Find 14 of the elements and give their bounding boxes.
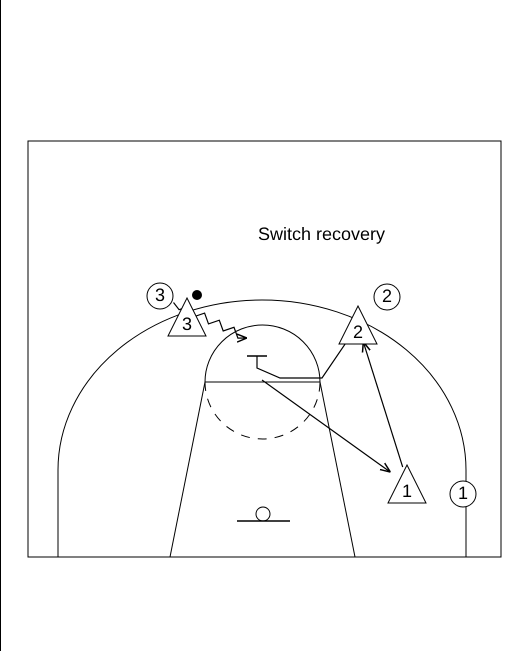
play-title: Switch recovery — [258, 224, 386, 245]
player-number: 1 — [400, 481, 413, 502]
offense-player-circle — [146, 282, 174, 310]
offense-player-circle — [373, 283, 401, 311]
offense-player-circle — [449, 480, 477, 508]
movement-arrow — [262, 380, 392, 473]
player-number: 2 — [352, 322, 364, 343]
defender-triangle — [338, 305, 378, 345]
defender-triangle — [387, 464, 427, 504]
player-number: 1 — [456, 483, 469, 504]
player-number: 2 — [380, 286, 393, 307]
player-number: 3 — [154, 285, 166, 306]
player-number: 3 — [180, 314, 193, 335]
defender-triangle — [167, 297, 207, 337]
